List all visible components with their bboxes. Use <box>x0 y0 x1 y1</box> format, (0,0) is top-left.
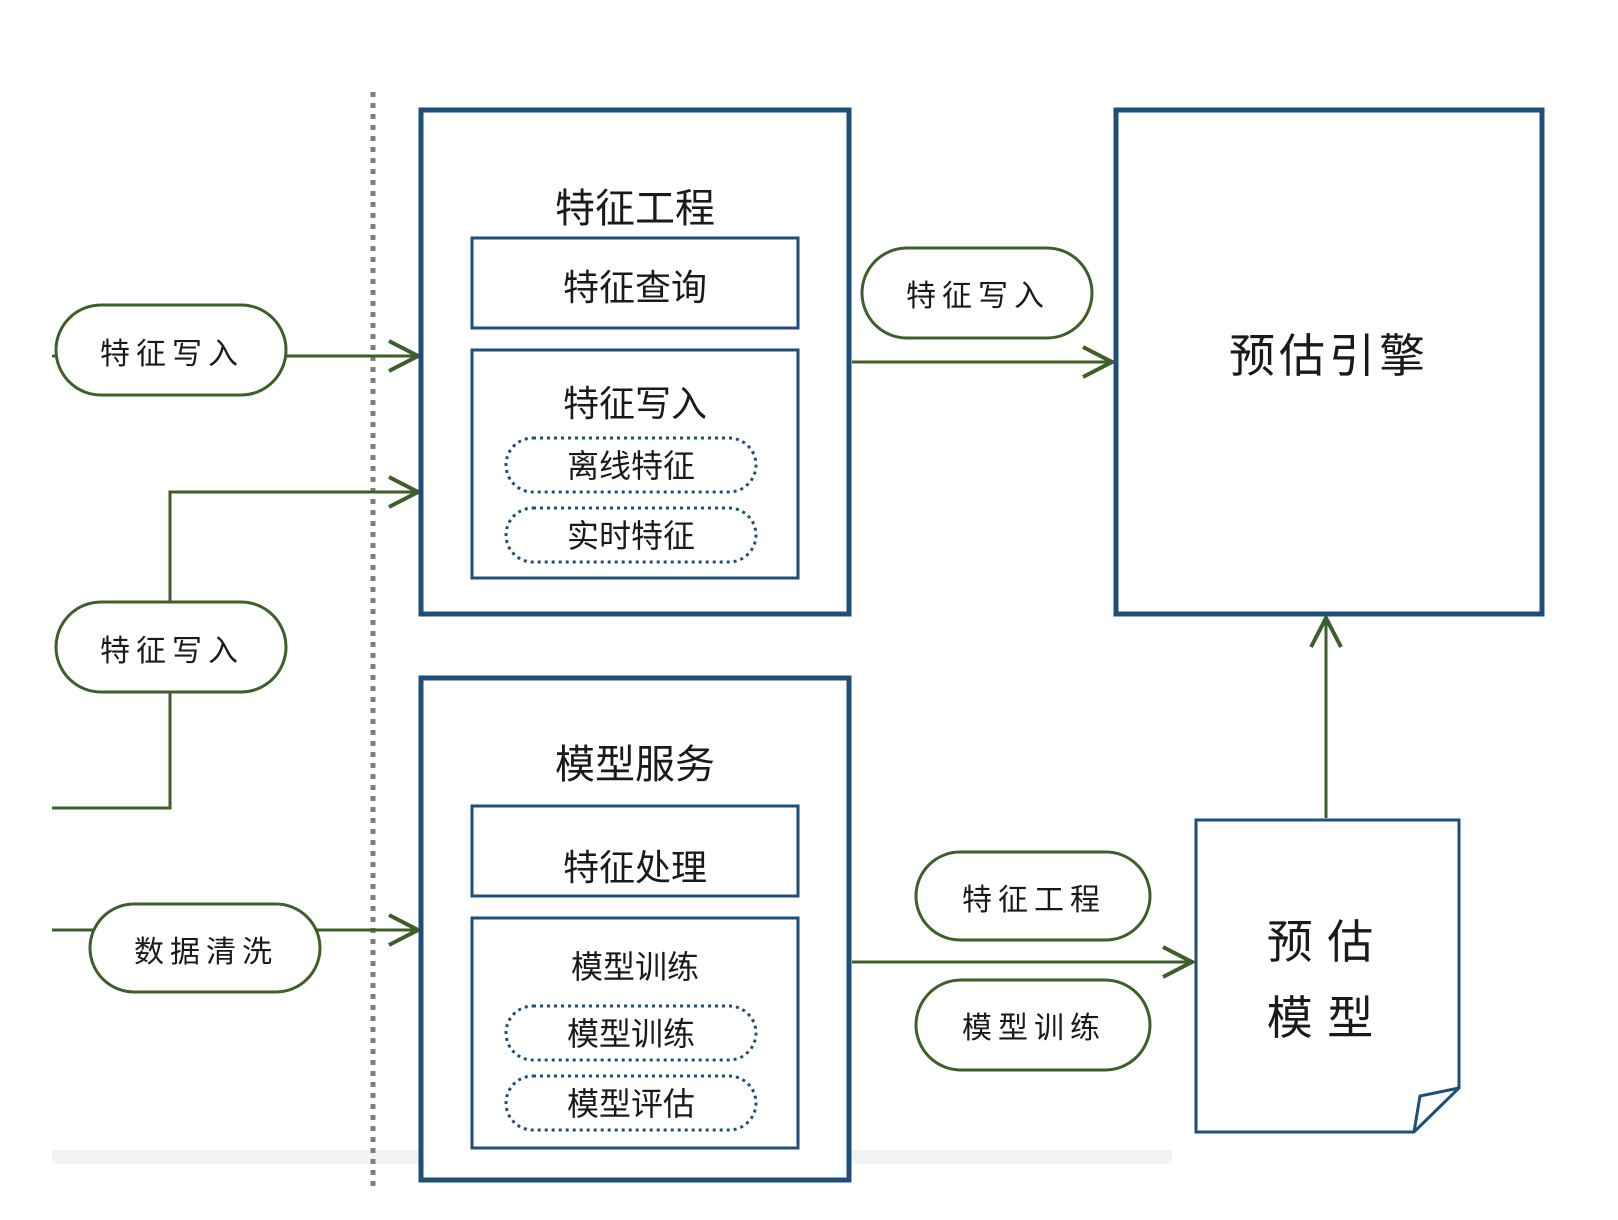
model-train-pill <box>504 1004 758 1062</box>
edge-label-write-mid-text: 特征写入 <box>100 634 244 669</box>
realtime-feature-label: 实时特征 <box>567 517 695 555</box>
edge-label-write-mid: 特征写入 <box>54 600 288 694</box>
model-eval-label: 模型评估 <box>567 1085 695 1123</box>
model-train-sub-label: 模型训练 <box>567 1015 695 1053</box>
page-curl <box>1412 1086 1460 1133</box>
prediction-engine-box: 预估引擎 <box>1113 107 1545 617</box>
prediction-model-line2: 模 型 <box>1267 991 1374 1045</box>
edge-label-model-eng: 特征工程 <box>914 850 1152 942</box>
feature-write-box: 特征写入 离线特征 实时特征 <box>470 348 800 580</box>
prediction-model-document: 预 估 模 型 <box>1194 818 1461 1134</box>
edge-label-clean-text: 数据清洗 <box>134 935 278 970</box>
realtime-feature-pill <box>504 506 758 564</box>
edge-label-write-top: 特征写入 <box>54 303 288 397</box>
feature-query-label: 特征查询 <box>563 268 707 309</box>
edge-label-clean: 数据清洗 <box>88 902 322 994</box>
feature-query-box: 特征查询 <box>470 236 800 330</box>
edge-label-write-top-text: 特征写入 <box>100 337 244 372</box>
model-service-title: 模型服务 <box>555 742 715 788</box>
edge-label-model-train-text: 模型训练 <box>962 1011 1106 1046</box>
offline-feature-label: 离线特征 <box>567 447 695 485</box>
feature-processing-box: 特征处理 <box>470 804 800 898</box>
model-training-box: 模型训练 模型训练 模型评估 <box>470 916 800 1150</box>
prediction-engine-title: 预估引擎 <box>1229 329 1429 383</box>
edge-label-model-train: 模型训练 <box>914 978 1152 1072</box>
model-training-label: 模型训练 <box>571 948 699 986</box>
edge-label-model-eng-text: 特征工程 <box>962 883 1106 918</box>
offline-feature-pill <box>504 436 758 494</box>
feature-processing-label: 特征处理 <box>563 848 707 889</box>
model-eval-pill <box>504 1074 758 1132</box>
feature-engineering-box: 特征工程 特征查询 特征写入 离线特征 实时特征 <box>418 107 852 617</box>
prediction-model-line1: 预 估 <box>1267 915 1374 969</box>
feature-write-label: 特征写入 <box>563 384 707 425</box>
feature-engineering-title: 特征工程 <box>555 186 715 232</box>
edge-label-engine-write-text: 特征写入 <box>906 279 1050 314</box>
model-service-box: 模型服务 特征处理 模型训练 模型训练 模型评估 <box>418 675 852 1183</box>
edge-label-engine-write: 特征写入 <box>860 246 1094 340</box>
